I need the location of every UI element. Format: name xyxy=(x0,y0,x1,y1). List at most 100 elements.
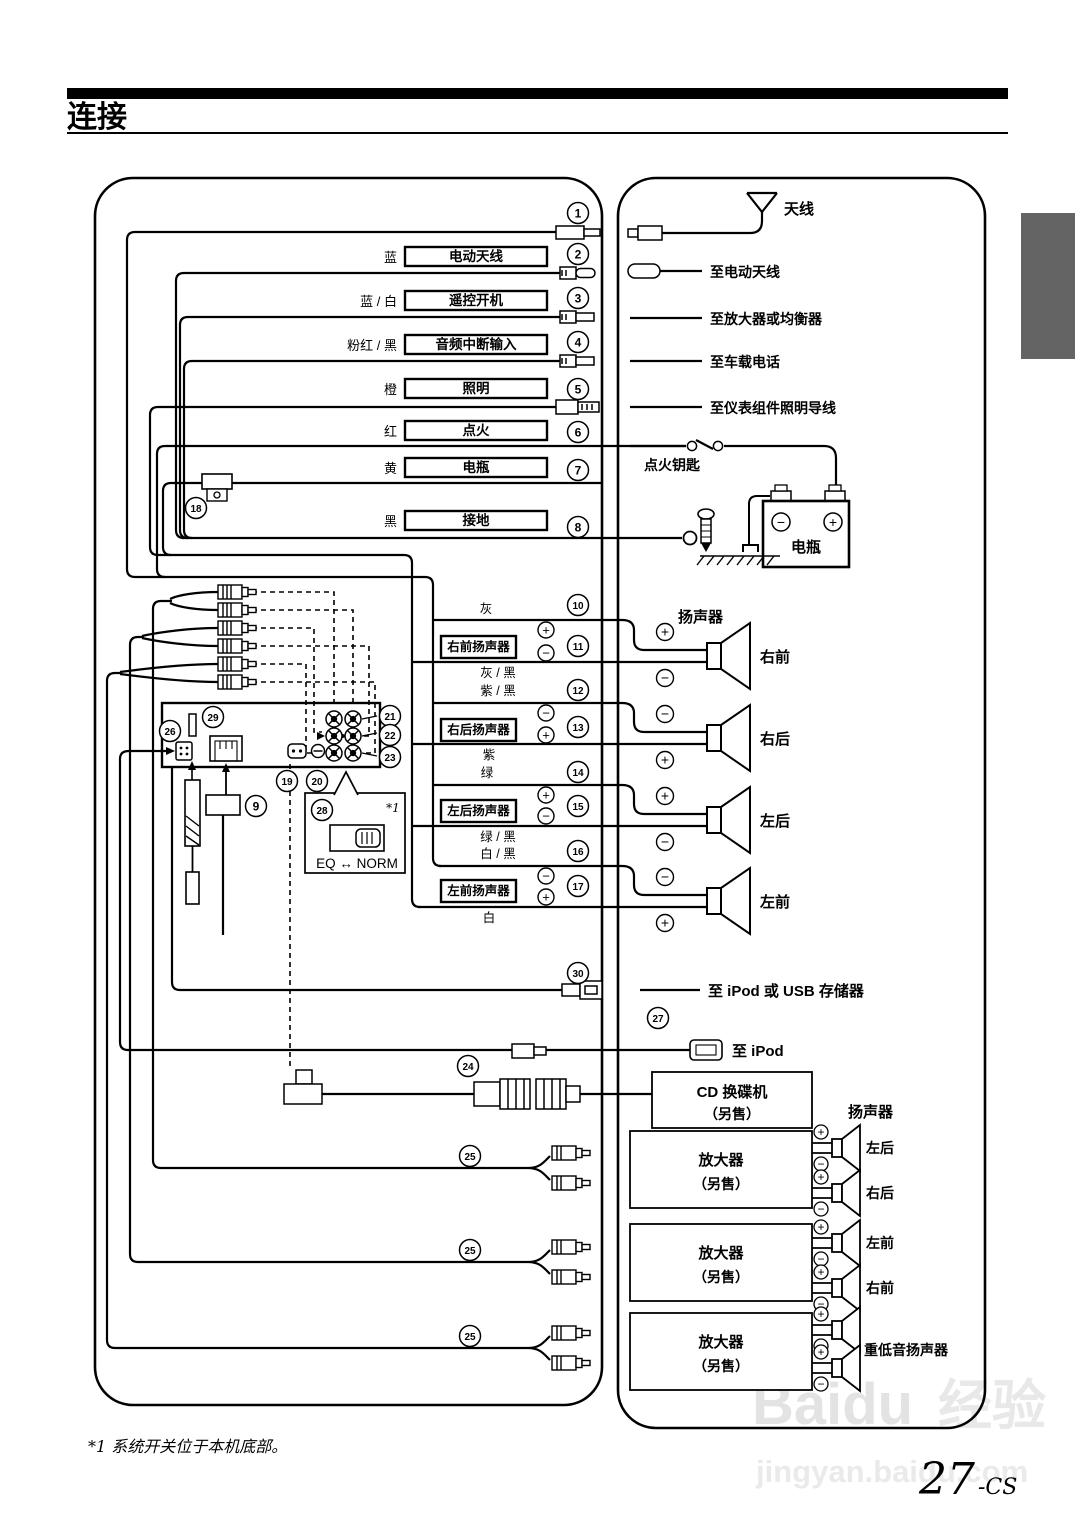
speaker-label: 左后 xyxy=(759,812,790,830)
plus-sign: + xyxy=(817,1125,824,1139)
plus-circle xyxy=(537,888,555,906)
speaker-cone xyxy=(720,621,751,691)
antenna-stub-icon xyxy=(188,713,197,737)
battery-terminal-pos xyxy=(824,490,846,502)
spk-wire-fl-minus xyxy=(439,864,707,897)
adapter-hatch xyxy=(185,815,200,846)
dashed-6 xyxy=(252,681,376,754)
num-16: 16 xyxy=(566,839,590,863)
num-15: 15 xyxy=(566,794,590,818)
wire-label: 电瓶 xyxy=(463,459,490,475)
pair-color-top: 灰 xyxy=(480,602,493,616)
minus-circle xyxy=(655,832,675,852)
head-unit xyxy=(160,701,382,905)
pair-box-label: 左后扬声器 xyxy=(446,803,510,818)
terminal-cap xyxy=(774,484,788,492)
watermark: Baidu 经验 jingyan.baidu.com xyxy=(752,1372,1046,1489)
minus-circle xyxy=(537,704,555,722)
wire-row-2: 蓝 电动天线 xyxy=(384,245,549,268)
pair-box xyxy=(439,798,518,824)
num-label: 17 xyxy=(572,882,584,893)
rca-plug xyxy=(551,1145,591,1161)
fuse-latch xyxy=(206,488,228,502)
ipod-lead-left xyxy=(118,749,512,1052)
pair-box-label: 左前扬声器 xyxy=(446,883,510,898)
fuse-icon xyxy=(201,473,233,490)
num-label: 15 xyxy=(572,802,584,813)
plus-sign: + xyxy=(817,1307,824,1321)
plus-sign: + xyxy=(661,915,669,931)
terminal-cap xyxy=(828,484,842,492)
rca-plugs xyxy=(217,584,591,1371)
plus-circle xyxy=(655,786,675,806)
left-panel-outline xyxy=(93,176,604,1407)
speaker-back xyxy=(706,642,722,670)
minus-circle xyxy=(537,644,555,662)
wire-color: 黄 xyxy=(384,461,397,476)
rca-plug xyxy=(551,1175,591,1191)
wire-label-box xyxy=(403,333,549,356)
num-2: 2 xyxy=(566,242,590,266)
num-30: 30 xyxy=(566,961,590,985)
minus-circle xyxy=(537,867,555,885)
speakers-right: 扬声器 + − 右前 − + 右后 + − xyxy=(655,608,790,936)
wire-label-box xyxy=(403,456,549,479)
num-label: 28 xyxy=(316,806,328,817)
cd-changer-note: （另售） xyxy=(704,1106,760,1122)
pin-dot xyxy=(291,749,296,753)
wire-end-connectors xyxy=(511,225,603,1059)
speaker-back xyxy=(706,724,722,752)
pin-dot xyxy=(185,752,189,756)
footnote: *1 系统开关位于本机底部。 xyxy=(88,1437,287,1456)
wire-row-5: 橙 照明 xyxy=(384,377,549,400)
speaker-label: 左前 xyxy=(759,893,790,911)
antenna-lead-wire xyxy=(125,230,556,868)
speaker-rear-left: + − 左后 xyxy=(655,785,790,855)
ext-split-3 xyxy=(527,1335,551,1361)
speaker-rear-right: − + 右后 xyxy=(655,703,790,773)
wire-row-4: 粉红 / 黑 音频中断输入 xyxy=(347,333,549,356)
wire-label: 照明 xyxy=(463,381,490,396)
num-label: 25 xyxy=(464,1246,476,1257)
num-11: 11 xyxy=(566,634,590,658)
page-suffix: -CS xyxy=(978,1475,1017,1500)
right-leads xyxy=(630,191,838,485)
num-label: 7 xyxy=(575,464,582,478)
rca-plug xyxy=(217,602,257,618)
antenna-line xyxy=(662,212,764,235)
spk-wire-rl-plus xyxy=(433,783,707,816)
ignition-key-label: 点火钥匙 xyxy=(644,457,701,473)
pair-box xyxy=(439,717,518,743)
num-label: 25 xyxy=(464,1332,476,1343)
num-27: 27 xyxy=(646,1006,670,1030)
num-label: 16 xyxy=(572,847,584,858)
wire-row-8: 黑 接地 xyxy=(384,509,549,532)
battery-terminal-neg xyxy=(770,490,792,502)
wire-label-box xyxy=(403,377,549,400)
to-amplifier-label: 至放大器或均衡器 xyxy=(710,311,823,327)
jack-arrow-1 xyxy=(317,732,325,740)
pair-box xyxy=(439,634,518,660)
num-20: 20 xyxy=(305,769,329,793)
page-number: 27 xyxy=(918,1454,975,1505)
spk-wire-rr-minus xyxy=(433,701,707,734)
num-3: 3 xyxy=(566,286,590,310)
num-24: 24 xyxy=(456,1054,480,1078)
minus-sign: − xyxy=(542,809,550,824)
wire-label: 遥控开机 xyxy=(449,292,503,308)
speaker-cone xyxy=(720,866,751,936)
pair-color-bottom: 灰 / 黑 xyxy=(480,666,515,680)
ipod-usb-rows: 至 iPod 或 USB 存储器 至 iPod xyxy=(640,982,865,1061)
battery-wire xyxy=(161,481,602,557)
din-female-body xyxy=(473,1081,501,1107)
rca-plug xyxy=(551,1325,591,1341)
power-antenna-wire xyxy=(174,271,560,540)
av-connector-icon xyxy=(287,743,307,759)
speaker-label: 右后 xyxy=(760,730,790,748)
speaker-pair-labels: 灰 右前扬声器 灰 / 黑 + − 紫 / 黑 右后扬声器 紫 − + 绿 左后… xyxy=(439,602,555,925)
pair-rear-left: 绿 左后扬声器 绿 / 黑 + − xyxy=(439,765,555,844)
speaker-back xyxy=(706,806,722,834)
pair-front-left: 白 / 黑 左前扬声器 白 − + xyxy=(439,846,555,925)
num-28: 28 xyxy=(310,798,334,822)
rca-jack xyxy=(325,744,343,762)
